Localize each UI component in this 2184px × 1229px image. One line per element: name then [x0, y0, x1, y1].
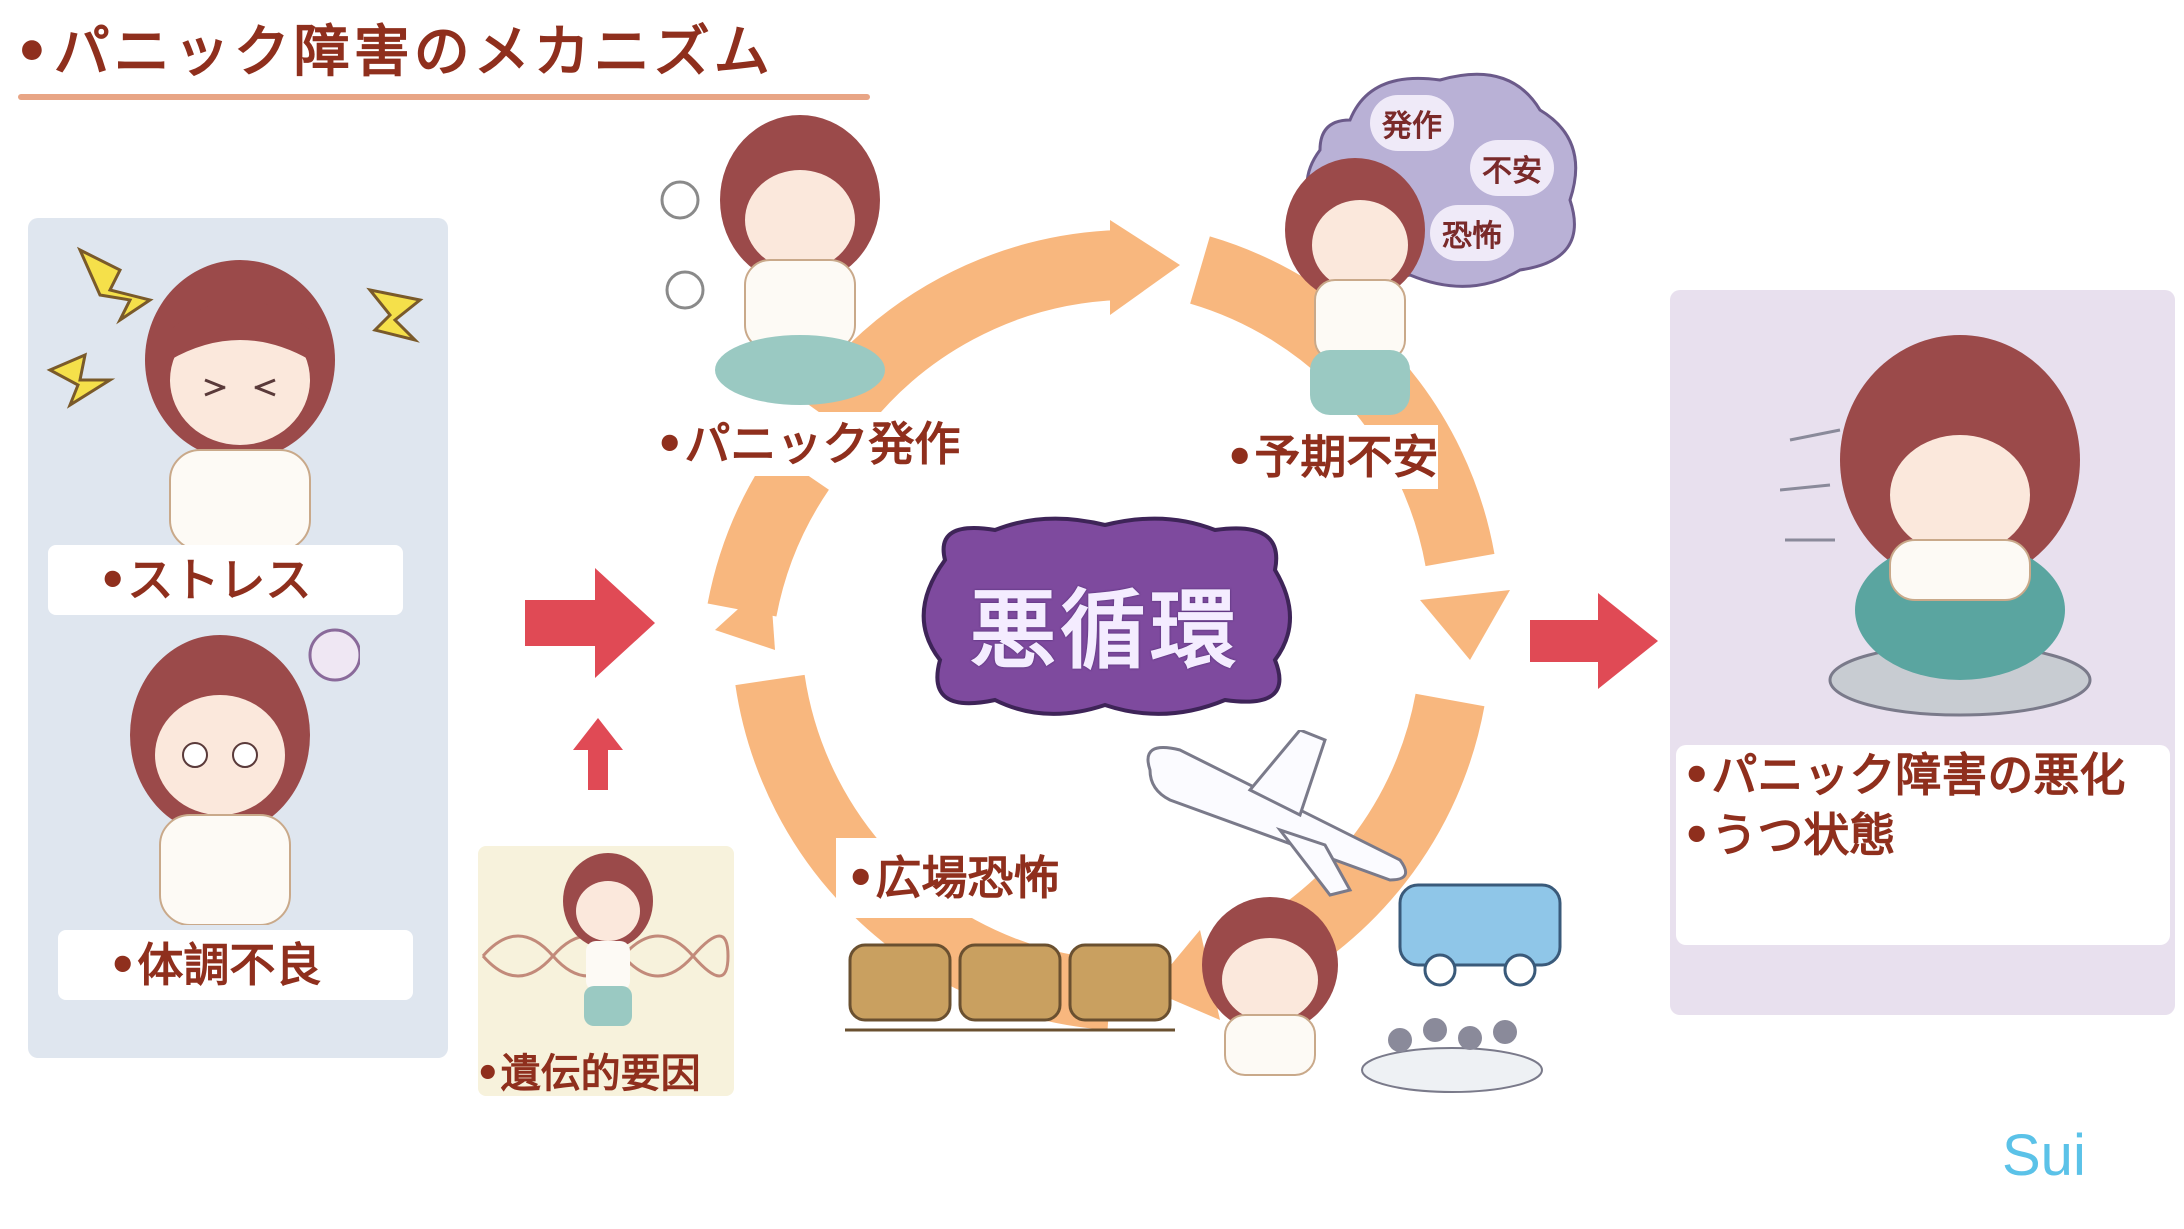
genetic-label: •遺伝的要因	[475, 1051, 701, 1097]
breath-puff-icon	[665, 270, 705, 310]
lightning-icon	[366, 287, 424, 343]
poor-health-label-box: •体調不良	[58, 930, 413, 1000]
breath-puff-icon	[660, 180, 700, 220]
anxious-girl-illustration	[1285, 158, 1425, 415]
title-underline	[18, 94, 870, 100]
panic-attack-girl-illustration	[660, 115, 885, 405]
airplane-icon	[1146, 730, 1408, 897]
lightning-icon	[76, 246, 154, 325]
lightning-icon	[46, 352, 116, 409]
thought-anxiety: 不安	[1470, 140, 1554, 196]
crouching-girl-illustration	[1780, 335, 2092, 717]
credit-signature: Sui	[2002, 1123, 2086, 1188]
cycle-arrowhead	[1110, 220, 1180, 315]
crowd-icon	[1361, 1018, 1543, 1093]
stress-label-box: •ストレス	[48, 545, 403, 615]
train-icon	[845, 943, 1175, 1032]
stressed-girl-illustration	[46, 246, 424, 550]
poor-health-label: •体調不良	[108, 938, 322, 992]
unwell-girl-illustration	[130, 628, 360, 925]
anticipatory-anxiety-label: •予期不安	[1225, 425, 1439, 489]
outcome-box: •パニック障害の悪化 •うつ状態	[1676, 745, 2170, 945]
agoraphobia-label: •広場恐怖	[836, 838, 1106, 918]
dizzy-bubble-icon	[308, 628, 360, 682]
bus-icon	[1398, 883, 1562, 987]
cycle-arrowhead	[715, 580, 775, 650]
stress-label: •ストレス	[98, 553, 312, 607]
thought-seizure: 発作	[1370, 95, 1454, 151]
right-arrow-icon	[1530, 593, 1658, 689]
vicious-cycle-label: 悪循環	[970, 581, 1240, 681]
panic-attack-label: •パニック発作	[655, 412, 961, 476]
right-arrow-icon	[525, 568, 655, 678]
up-arrow-icon	[573, 718, 623, 790]
dna-girl-illustration	[481, 853, 730, 1026]
page-title: •パニック障害のメカニズム	[14, 20, 774, 85]
outcome-depression: •うつ状態	[1682, 808, 1896, 862]
fearful-girl-illustration	[1202, 897, 1338, 1076]
outcome-worsening: •パニック障害の悪化	[1682, 748, 2126, 802]
thought-fear: 恐怖	[1430, 205, 1514, 261]
cycle-arrowhead	[1420, 590, 1510, 660]
vicious-cycle-blob	[921, 516, 1292, 716]
